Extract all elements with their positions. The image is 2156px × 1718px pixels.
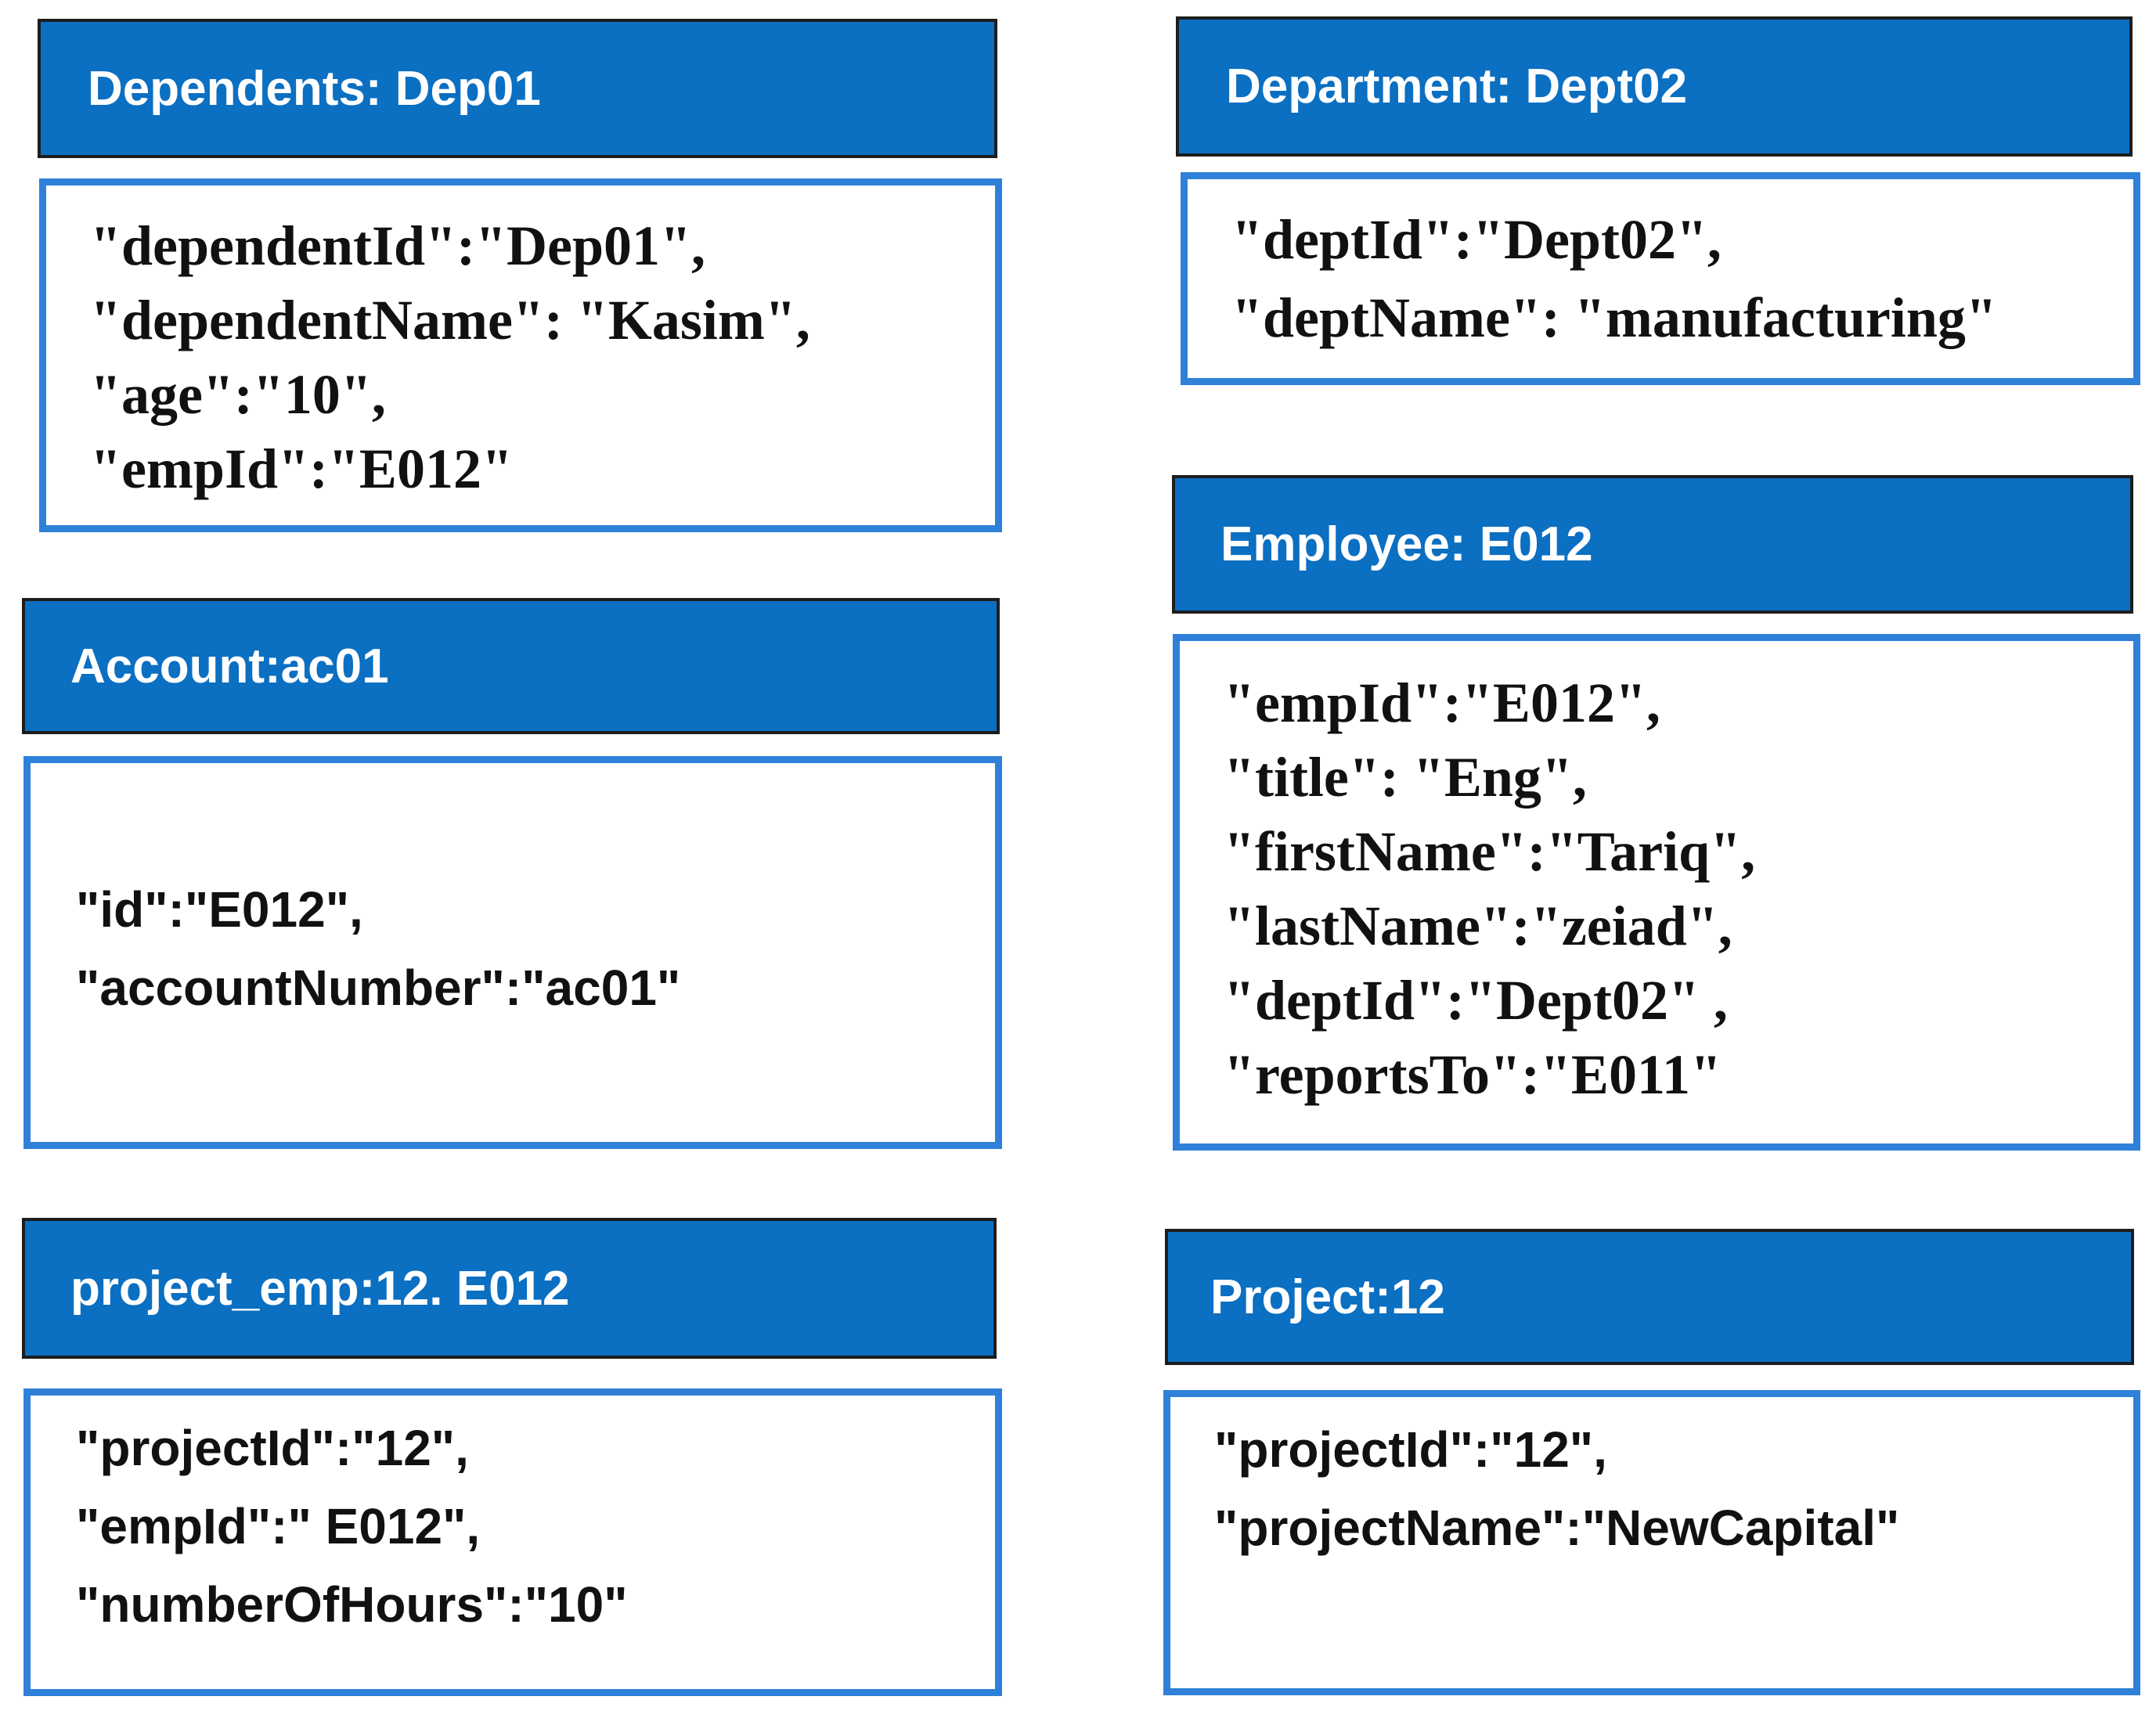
field-line: "reportsTo":"E011" (1224, 1043, 1722, 1106)
entity-header-project: Project:12 (1165, 1229, 2134, 1365)
entity-title: Dependents: Dep01 (88, 61, 541, 116)
entity-header-dependents: Dependents: Dep01 (38, 19, 997, 158)
entity-title: Department: Dept02 (1226, 59, 1688, 113)
field-line: "accountNumber":"ac01" (76, 960, 681, 1016)
field-line: "numberOfHours":"10" (76, 1576, 628, 1633)
entity-body-account: "id":"E012", "accountNumber":"ac01" (23, 756, 1002, 1149)
entity-header-account: Account:ac01 (22, 598, 1000, 734)
entity-header-department: Department: Dept02 (1176, 16, 2133, 157)
field-line: "empId":"E012" (90, 438, 513, 500)
entity-header-project-emp: project_emp:12. E012 (22, 1218, 997, 1359)
field-line: "empId":" E012", (76, 1498, 481, 1554)
entity-title: Employee: E012 (1220, 517, 1593, 571)
field-line: "dependentId":"Dep01", (90, 214, 705, 277)
entity-header-employee: Employee: E012 (1172, 475, 2133, 614)
field-line: "projectId":"12", (76, 1420, 469, 1476)
entity-title: project_emp:12. E012 (70, 1261, 570, 1316)
entity-body-dependents: "dependentId":"Dep01", "dependentName": … (39, 178, 1002, 532)
field-line: "title": "Eng", (1224, 746, 1587, 809)
entity-body-project-emp: "projectId":"12", "empId":" E012", "numb… (23, 1388, 1002, 1696)
field-line: "projectId":"12", (1214, 1421, 1607, 1478)
entity-body-project: "projectId":"12", "projectName":"NewCapi… (1163, 1390, 2140, 1695)
entity-body-employee: "empId":"E012", "title": "Eng", "firstNa… (1173, 634, 2140, 1151)
field-line: "projectName":"NewCapital" (1214, 1500, 1900, 1556)
field-line: "deptName": "manufacturing" (1231, 286, 1997, 349)
entity-body-department: "deptId":"Dept02", "deptName": "manufact… (1181, 172, 2140, 385)
field-line: "deptId":"Dept02", (1231, 208, 1722, 271)
entity-title: Project:12 (1210, 1270, 1445, 1324)
field-line: "id":"E012", (76, 881, 363, 938)
field-line: "lastName":"zeiad", (1224, 895, 1732, 957)
field-line: "age":"10", (90, 363, 386, 426)
field-line: "empId":"E012", (1224, 672, 1660, 734)
field-line: "dependentName": "Kasim", (90, 289, 810, 351)
entity-title: Account:ac01 (70, 639, 389, 693)
field-line: "firstName":"Tariq", (1224, 820, 1756, 883)
field-line: "deptId":"Dept02" , (1224, 969, 1728, 1032)
